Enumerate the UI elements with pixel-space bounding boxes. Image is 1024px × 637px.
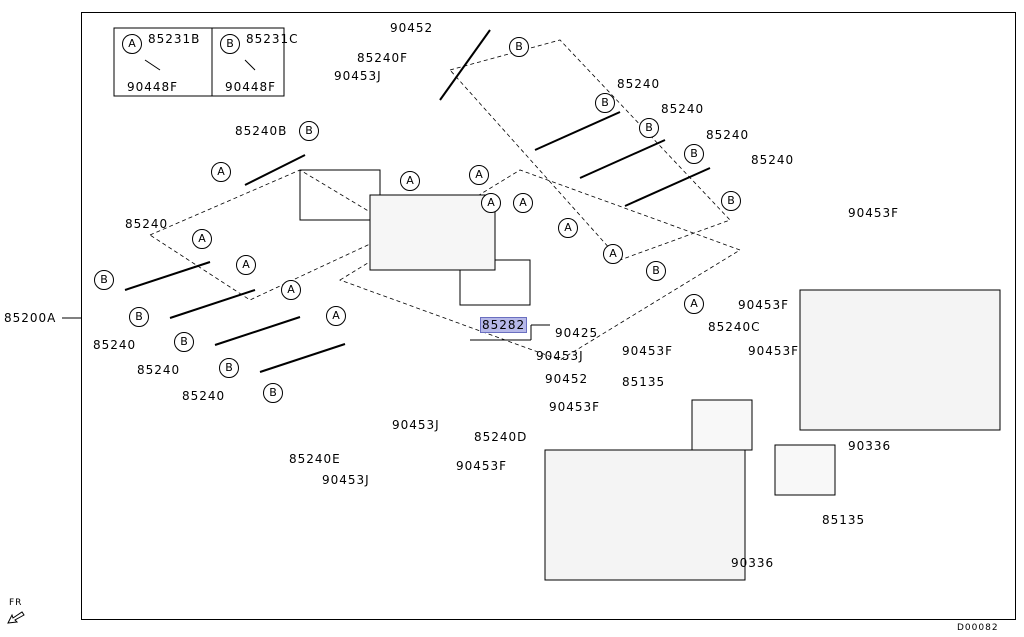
part-label-90453F[interactable]: 90453F <box>738 298 790 312</box>
part-label-90453J[interactable]: 90453J <box>536 349 584 363</box>
marker-a-icon: A <box>192 229 212 249</box>
part-label-90453J[interactable]: 90453J <box>322 473 370 487</box>
part-label-90452[interactable]: 90452 <box>390 21 434 35</box>
legend-b-part-top[interactable]: 85231C <box>246 32 299 46</box>
part-label-85240E[interactable]: 85240E <box>289 452 341 466</box>
diagram-frame <box>81 12 1016 620</box>
part-label-85240[interactable]: 85240 <box>137 363 181 377</box>
part-label-90453F[interactable]: 90453F <box>549 400 601 414</box>
marker-b-icon: B <box>595 93 615 113</box>
marker-b-icon: B <box>263 383 283 403</box>
marker-a-icon: A <box>122 34 142 54</box>
marker-a-icon: A <box>684 294 704 314</box>
legend-b-part-bottom[interactable]: 90448F <box>225 80 277 94</box>
marker-a-icon: A <box>211 162 231 182</box>
part-label-90336[interactable]: 90336 <box>731 556 775 570</box>
part-label-90453J[interactable]: 90453J <box>392 418 440 432</box>
part-label-85240[interactable]: 85240 <box>706 128 750 142</box>
part-label-90425[interactable]: 90425 <box>555 326 599 340</box>
marker-a-icon: A <box>400 171 420 191</box>
marker-b-icon: B <box>220 34 240 54</box>
marker-a-icon: A <box>481 193 501 213</box>
part-label-85135[interactable]: 85135 <box>622 375 666 389</box>
part-label-90336[interactable]: 90336 <box>848 439 892 453</box>
part-label-85240[interactable]: 85240 <box>751 153 795 167</box>
front-arrow-icon <box>7 611 25 624</box>
marker-a-icon: A <box>558 218 578 238</box>
part-label-85282-highlighted[interactable]: 85282 <box>480 317 528 333</box>
legend-box <box>113 27 285 97</box>
part-label-90453J[interactable]: 90453J <box>334 69 382 83</box>
marker-b-icon: B <box>219 358 239 378</box>
marker-a-icon: A <box>603 244 623 264</box>
front-indicator-label: FR <box>9 598 23 608</box>
part-label-90453F[interactable]: 90453F <box>748 344 800 358</box>
marker-b-icon: B <box>721 191 741 211</box>
marker-b-icon: B <box>94 270 114 290</box>
marker-b-icon: B <box>639 118 659 138</box>
marker-b-icon: B <box>684 144 704 164</box>
part-label-85240B[interactable]: 85240B <box>235 124 288 138</box>
marker-a-icon: A <box>236 255 256 275</box>
part-label-85240D[interactable]: 85240D <box>474 430 528 444</box>
marker-a-icon: A <box>281 280 301 300</box>
part-label-90453F[interactable]: 90453F <box>456 459 508 473</box>
part-label-90452[interactable]: 90452 <box>545 372 589 386</box>
marker-a-icon: A <box>469 165 489 185</box>
part-label-90453F[interactable]: 90453F <box>622 344 674 358</box>
part-label-85240C[interactable]: 85240C <box>708 320 761 334</box>
marker-a-icon: A <box>326 306 346 326</box>
part-label-85240[interactable]: 85240 <box>93 338 137 352</box>
part-label-85240[interactable]: 85240 <box>125 217 169 231</box>
part-label-90453F[interactable]: 90453F <box>848 206 900 220</box>
legend-a-part-top[interactable]: 85231B <box>148 32 201 46</box>
diagram-code: D00082 <box>957 623 999 633</box>
marker-b-icon: B <box>129 307 149 327</box>
part-label-85240[interactable]: 85240 <box>182 389 226 403</box>
marker-b-icon: B <box>509 37 529 57</box>
part-label-85240[interactable]: 85240 <box>661 102 705 116</box>
part-label-85240[interactable]: 85240 <box>617 77 661 91</box>
part-label-85240F[interactable]: 85240F <box>357 51 409 65</box>
part-label-85135[interactable]: 85135 <box>822 513 866 527</box>
marker-a-icon: A <box>513 193 533 213</box>
marker-b-icon: B <box>299 121 319 141</box>
marker-b-icon: B <box>174 332 194 352</box>
marker-b-icon: B <box>646 261 666 281</box>
part-label-85200A[interactable]: 85200A <box>4 311 57 325</box>
legend-a-part-bottom[interactable]: 90448F <box>127 80 179 94</box>
